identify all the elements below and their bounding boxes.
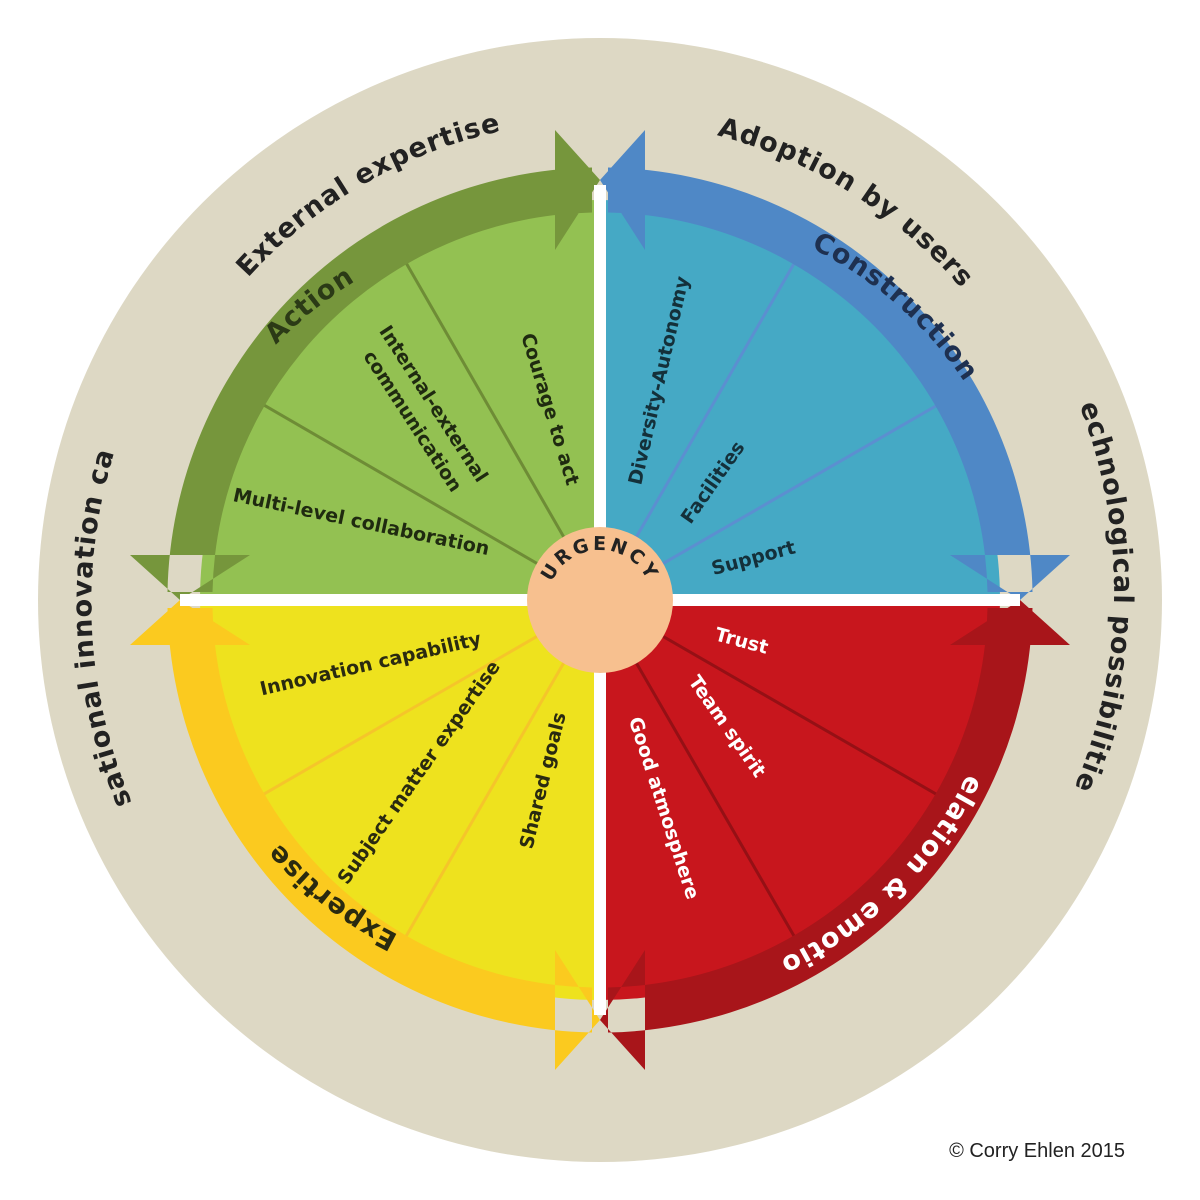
expertise-arrow <box>130 600 600 1070</box>
relation-sector <box>600 600 1000 1000</box>
urgency-circle <box>527 527 673 673</box>
construction-sector <box>600 200 1000 600</box>
expertise-sector <box>200 600 600 1000</box>
construction-arrow <box>600 130 1070 600</box>
action-sector <box>200 200 600 600</box>
arrow-bands <box>130 130 1070 1070</box>
relation-arrow <box>600 600 1070 1070</box>
copyright-text: © Corry Ehlen 2015 <box>949 1140 1125 1162</box>
action-arrow <box>130 130 600 600</box>
